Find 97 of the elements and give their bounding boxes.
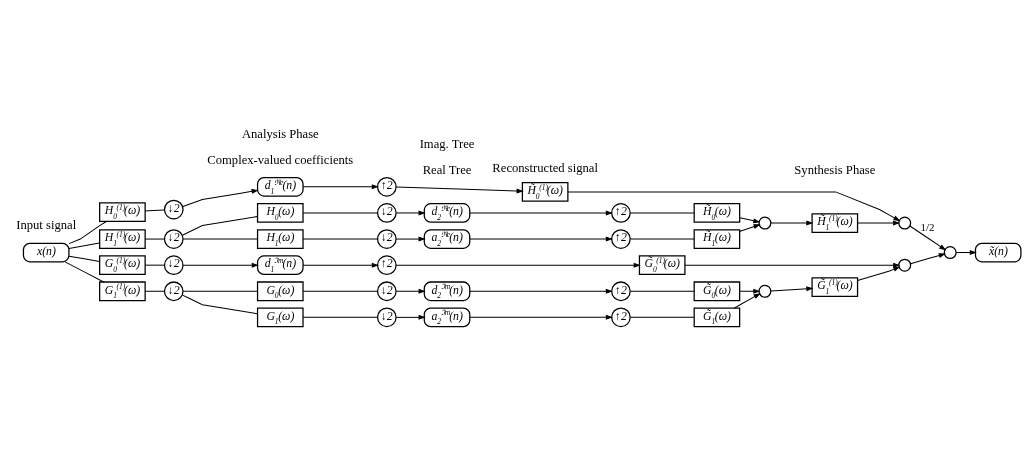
node-box: H̃$_{1}$(ω): [693, 228, 741, 249]
label: Reconstructed signal: [492, 160, 598, 175]
node-box: a$_{2}$$^{ℑm}$(n): [423, 307, 471, 327]
node-box: H̃$_{1}$$^{(1)}$(ω): [811, 212, 859, 233]
edge-label: 1/2: [920, 220, 935, 233]
connector: [182, 290, 258, 292]
node-box: G$_{1}$$^{(1)}$(ω): [99, 280, 146, 301]
node-box: G̃$_{1}$$^{(1)}$(ω): [811, 276, 859, 297]
label: Input signal: [16, 217, 77, 232]
connector: [68, 255, 100, 262]
arrow: [469, 314, 613, 320]
node-circle: ↓2: [163, 228, 184, 249]
node-circle: ↓2: [376, 280, 397, 301]
node-circle: ↓2: [163, 280, 184, 301]
arrow: [469, 236, 613, 242]
connector: [629, 290, 695, 292]
connector: [68, 242, 100, 249]
node-circle: ↓2: [376, 307, 397, 327]
arrow: [733, 292, 761, 309]
arrow: [395, 186, 524, 193]
node-box: G̃$_{0}$(ω): [693, 280, 741, 301]
node-circle: [943, 245, 957, 259]
arrow: [395, 236, 426, 242]
label: Analysis Phase: [241, 126, 319, 141]
node-circle: ↓2: [376, 228, 397, 249]
node-box: G$_{0}$$^{(1)}$(ω): [99, 254, 146, 275]
connector: [182, 238, 258, 240]
arrow: [857, 266, 901, 281]
node-circle: ↑2: [611, 202, 631, 223]
node-box: G̃$_{0}$$^{(1)}$(ω): [638, 254, 686, 275]
node-circle: [758, 284, 772, 298]
connector: [144, 238, 165, 240]
node-circle: ↓2: [376, 202, 397, 223]
arrow: [910, 252, 946, 264]
node-box: x̃(n): [974, 242, 1022, 262]
connector: [629, 211, 695, 213]
arrow: [395, 262, 641, 268]
arrow: [739, 223, 761, 232]
arrow: [857, 220, 901, 226]
node-box: G$_{1}$(ω): [256, 307, 304, 327]
arrow: [739, 216, 761, 223]
arrow: [182, 262, 259, 268]
arrow: [684, 262, 901, 268]
connector: [144, 290, 165, 292]
node-circle: ↓2: [163, 199, 184, 219]
connector: [64, 260, 105, 282]
connector: [302, 316, 378, 318]
node-box: G̃$_{1}$(ω): [693, 307, 741, 327]
connector: [629, 238, 695, 240]
arrow: [469, 288, 613, 294]
connector: [144, 209, 165, 211]
node-box: H$_{0}$$^{(1)}$(ω): [99, 201, 146, 222]
connector: [629, 316, 695, 318]
node-circle: ↑2: [611, 228, 631, 249]
connector: [68, 220, 107, 244]
connector: [302, 290, 378, 292]
arrow: [182, 188, 259, 207]
node-box: d$_{1}$$^{ℜe}$(n): [256, 176, 304, 197]
node-box: H̃$_{0}$(ω): [693, 202, 741, 223]
node-box: H$_{0}$(ω): [256, 202, 304, 223]
connector: [144, 264, 165, 266]
arrow: [955, 249, 977, 255]
node-box: d$_{1}$$^{ℑm}$(n): [256, 254, 304, 275]
node-circle: ↑2: [376, 254, 397, 275]
node-box: H$_{1}$(ω): [256, 228, 304, 249]
arrow: [302, 183, 379, 189]
node-circle: ↑2: [611, 307, 631, 327]
label: Synthesis Phase: [794, 162, 876, 177]
label: Imag. Tree: [419, 136, 475, 151]
label: Complex-valued coefficients: [207, 152, 354, 167]
node-circle: [758, 216, 772, 230]
arrow: [770, 220, 814, 226]
arrow: [395, 209, 426, 215]
label: Real Tree: [422, 162, 472, 177]
node-box: d$_{2}$$^{ℑm}$(n): [423, 280, 471, 301]
connector: [182, 215, 258, 236]
node-circle: ↓2: [163, 254, 184, 275]
node-box: G$_{0}$(ω): [256, 280, 304, 301]
node-circle: ↑2: [376, 176, 397, 197]
arrow: [469, 209, 613, 215]
node-box: H̃$_{0}$$^{(1)}$(ω): [521, 181, 569, 202]
node-box: d$_{2}$$^{ℜe}$(n): [423, 202, 471, 223]
connector: [302, 238, 378, 240]
arrow: [739, 288, 761, 294]
arrow: [770, 285, 814, 291]
connector: [182, 294, 258, 314]
arrow: [395, 288, 426, 294]
connector: [302, 211, 378, 213]
arrow: [302, 262, 379, 268]
node-box: H$_{1}$$^{(1)}$(ω): [99, 228, 146, 249]
node-circle: [898, 216, 912, 230]
node-box: a$_{2}$$^{ℜe}$(n): [423, 228, 471, 249]
node-box: x(n): [22, 242, 70, 262]
arrow: [395, 314, 426, 320]
node-circle: [898, 258, 912, 272]
arrow: [909, 224, 947, 250]
node-circle: ↑2: [611, 280, 631, 301]
